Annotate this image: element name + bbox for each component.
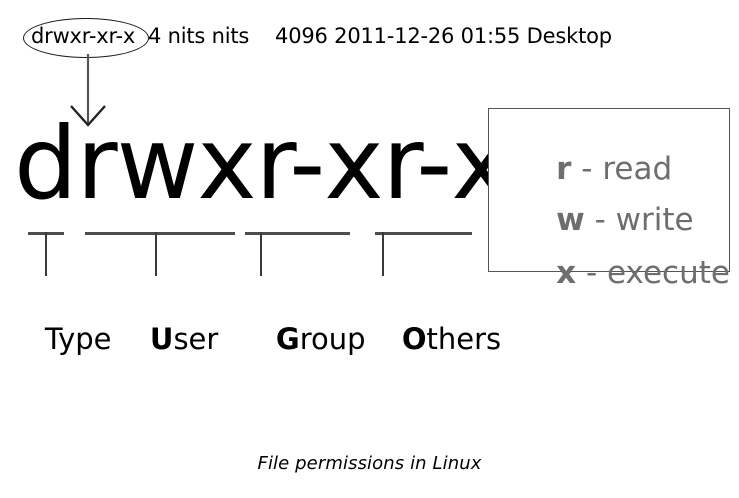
field-label-others-rest: thers <box>426 322 502 356</box>
permission-legend-box: r - read w - write x - execute <box>488 108 730 291</box>
legend-meaning-read: read <box>602 151 673 187</box>
legend-item-execute: x - execute <box>497 219 730 327</box>
bracket-user <box>85 232 235 235</box>
field-label-user-rest: ser <box>173 322 219 356</box>
tick-type <box>45 232 47 276</box>
field-label-user: User <box>113 288 218 390</box>
tick-group <box>260 232 262 276</box>
field-label-type: Type <box>8 288 112 390</box>
permission-highlight-ellipse <box>23 18 149 58</box>
field-label-group-rest: roup <box>299 322 366 356</box>
legend-letter-w: w <box>556 202 585 238</box>
field-label-user-initial: U <box>149 322 174 356</box>
ls-output-details: 4 nits nits 4096 2011-12-26 01:55 Deskto… <box>148 24 612 48</box>
tick-others <box>382 232 384 276</box>
bracket-others <box>375 232 472 235</box>
legend-meaning-execute: execute <box>607 255 730 291</box>
tick-user <box>155 232 157 276</box>
figure-caption: File permissions in Linux <box>257 453 482 474</box>
legend-separator-2: - <box>576 255 608 291</box>
ls-output-line: drwxr-xr-x 4 nits nits 4096 2011-12-26 0… <box>0 20 739 52</box>
field-label-type-rest: Type <box>44 322 112 356</box>
legend-letter-x: x <box>556 255 577 291</box>
legend-item-read: r - read <box>497 115 672 223</box>
legend-letter-r: r <box>556 151 572 187</box>
legend-separator-1: - <box>584 202 616 238</box>
field-label-group: Group <box>239 288 366 390</box>
legend-item-write: w - write <box>497 166 694 274</box>
large-permission-string: drwxr-xr-x <box>14 105 511 222</box>
field-label-group-initial: G <box>275 322 300 356</box>
callout-arrow <box>58 54 122 130</box>
legend-meaning-write: write <box>615 202 694 238</box>
legend-separator-0: - <box>571 151 603 187</box>
field-label-others-initial: O <box>401 322 427 356</box>
field-label-others: Others <box>365 288 501 390</box>
bracket-group <box>245 232 350 235</box>
